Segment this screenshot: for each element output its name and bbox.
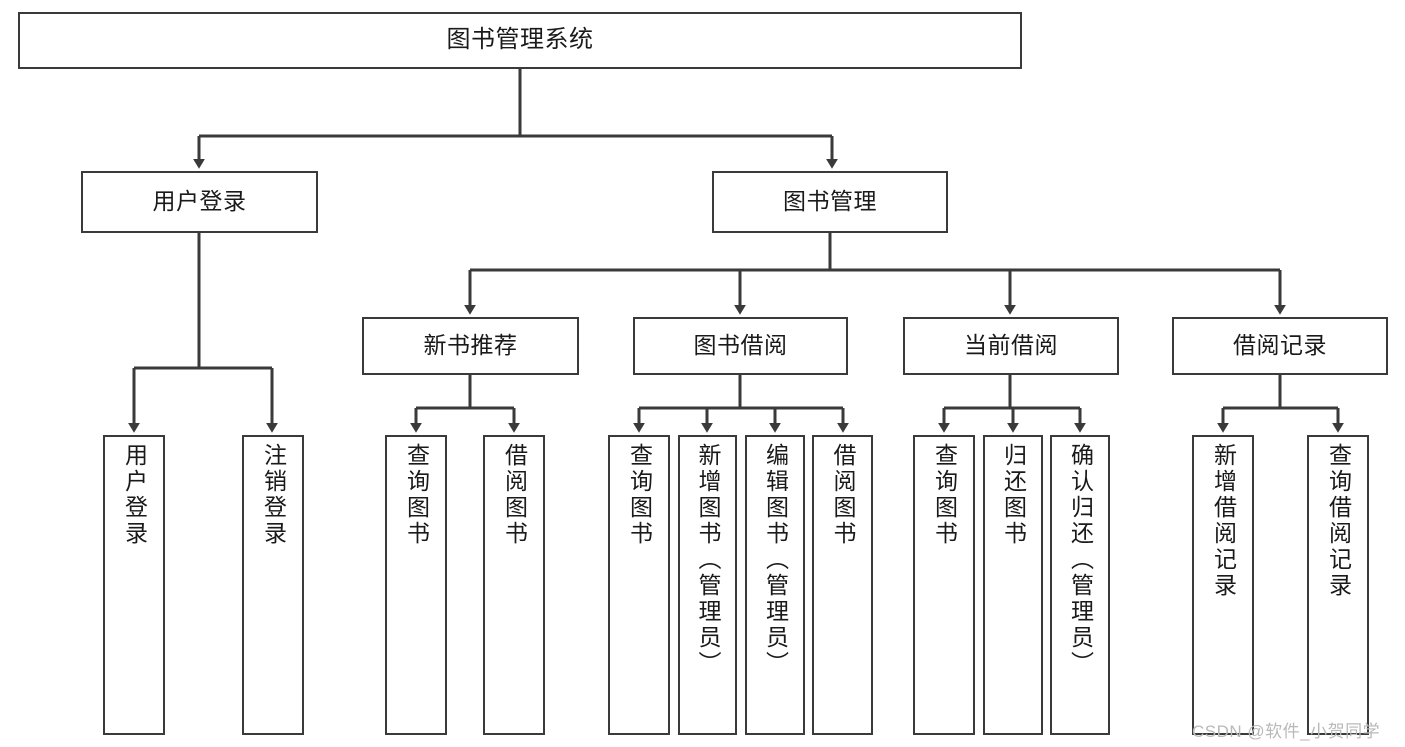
node-leaf-label: 注销登录 xyxy=(260,443,287,547)
node-leaf-label: 新增图书（管理员） xyxy=(695,443,721,677)
node-new-book-recommendation-label: 新书推荐 xyxy=(423,332,518,359)
node-leaf-borrow-book[interactable]: 借阅图书 xyxy=(812,435,873,735)
node-book-borrow[interactable]: 图书借阅 xyxy=(633,317,848,375)
node-book-borrow-label: 图书借阅 xyxy=(693,332,788,359)
node-leaf-label: 查询图书 xyxy=(931,443,958,547)
node-book-management[interactable]: 图书管理 xyxy=(712,171,948,233)
node-leaf-borrow-book-newbook[interactable]: 借阅图书 xyxy=(483,435,545,735)
node-leaf-user-login[interactable]: 用户登录 xyxy=(103,435,165,735)
node-leaf-return-book[interactable]: 归还图书 xyxy=(983,435,1043,735)
node-current-borrow[interactable]: 当前借阅 xyxy=(903,317,1119,375)
node-leaf-logout[interactable]: 注销登录 xyxy=(242,435,304,735)
node-leaf-query-borrow-record[interactable]: 查询借阅记录 xyxy=(1307,435,1369,735)
node-leaf-label: 归还图书 xyxy=(1000,443,1027,547)
node-leaf-label: 用户登录 xyxy=(121,443,148,547)
node-leaf-label: 查询借阅记录 xyxy=(1325,443,1352,599)
node-new-book-recommendation[interactable]: 新书推荐 xyxy=(362,317,579,375)
node-current-borrow-label: 当前借阅 xyxy=(964,332,1058,359)
node-leaf-query-book-newbook[interactable]: 查询图书 xyxy=(385,435,447,735)
node-leaf-add-book-admin[interactable]: 新增图书（管理员） xyxy=(678,435,737,735)
node-user-login-label: 用户登录 xyxy=(152,188,247,215)
node-leaf-label: 编辑图书（管理员） xyxy=(762,443,789,677)
csdn-watermark: CSDN @软件_小贺同学 xyxy=(1192,722,1381,741)
node-borrow-record[interactable]: 借阅记录 xyxy=(1172,317,1388,375)
node-leaf-query-book-current[interactable]: 查询图书 xyxy=(913,435,975,735)
node-borrow-record-label: 借阅记录 xyxy=(1233,332,1327,359)
node-leaf-label: 借阅图书 xyxy=(830,443,856,547)
node-leaf-query-book-borrow[interactable]: 查询图书 xyxy=(608,435,670,735)
node-leaf-label: 新增借阅记录 xyxy=(1210,443,1237,599)
node-user-login[interactable]: 用户登录 xyxy=(81,171,318,233)
node-leaf-edit-book-admin[interactable]: 编辑图书（管理员） xyxy=(745,435,805,735)
node-leaf-label: 确认归还（管理员） xyxy=(1067,443,1094,677)
node-leaf-add-borrow-record[interactable]: 新增借阅记录 xyxy=(1192,435,1254,735)
node-leaf-label: 查询图书 xyxy=(403,443,430,547)
node-leaf-confirm-return-admin[interactable]: 确认归还（管理员） xyxy=(1050,435,1110,735)
node-book-management-label: 图书管理 xyxy=(783,188,877,215)
node-leaf-label: 借阅图书 xyxy=(501,443,528,547)
node-root-book-management-system[interactable]: 图书管理系统 xyxy=(18,12,1022,69)
node-root-label: 图书管理系统 xyxy=(446,26,594,54)
node-leaf-label: 查询图书 xyxy=(626,443,653,547)
